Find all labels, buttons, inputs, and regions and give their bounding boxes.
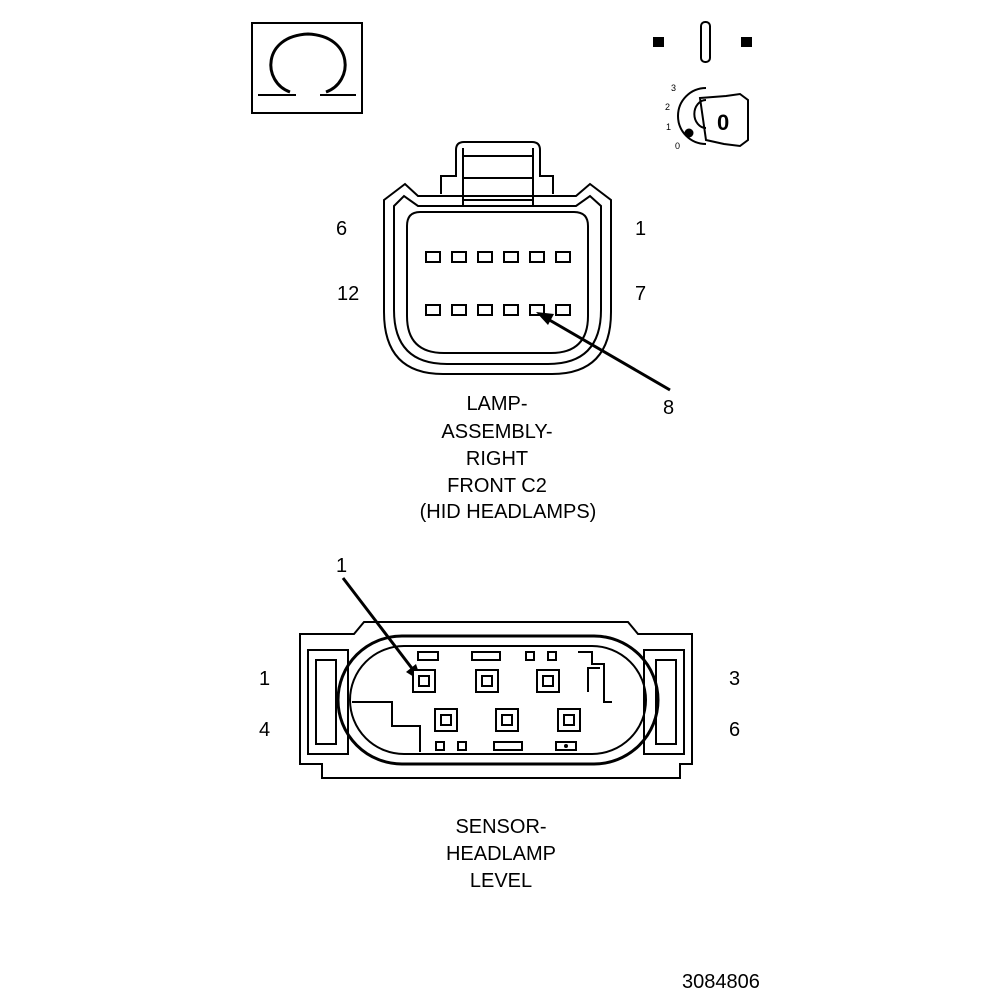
c2-caption-line-5: (HID HEADLAMPS) (420, 501, 597, 523)
c2-caption-line-1: LAMP- (466, 393, 527, 415)
ignition-key-icon: 0 3 2 1 0 (653, 21, 752, 151)
sensor-cavity-terminal (542, 675, 554, 687)
ignition-scale-3: 3 (671, 83, 676, 93)
ignition-scale-1: 1 (666, 122, 671, 132)
sensor-callout-label: 1 (336, 555, 347, 577)
ignition-scale-2: 2 (665, 102, 670, 112)
ground-terminal-icon (251, 22, 363, 114)
sensor-cavity-terminal (481, 675, 493, 687)
sensor-label-pin-6: 6 (729, 719, 740, 741)
c2-cavity (555, 251, 571, 263)
c2-caption-line-4: FRONT C2 (447, 475, 547, 497)
c2-cavity (425, 251, 441, 263)
c2-cavity (529, 251, 545, 263)
c2-cavity (529, 304, 545, 316)
ignition-key-label: 0 (717, 110, 729, 135)
c2-cavity (555, 304, 571, 316)
sensor-cavity-terminal (418, 675, 430, 687)
connector-c2: 6 1 12 7 8 LAMP- ASSEMBLY- RIGHT FRONT C… (336, 141, 674, 523)
ignition-scale-0: 0 (675, 141, 680, 151)
connector-sensor: 1 1 3 4 6 SENSOR- HEADLAMP LEVEL (259, 555, 740, 892)
c2-callout-label: 8 (663, 397, 674, 419)
c2-label-pin-6: 6 (336, 218, 347, 240)
c2-caption-line-3: RIGHT (466, 448, 528, 470)
c2-cavity (503, 251, 519, 263)
sensor-terminal-cavities (412, 669, 581, 732)
figure-number: 3084806 (682, 971, 760, 993)
sensor-cavity-terminal (440, 714, 452, 726)
c2-caption-line-2: ASSEMBLY- (441, 421, 552, 443)
sensor-cavity-terminal (501, 714, 513, 726)
c2-label-pin-7: 7 (635, 283, 646, 305)
c2-cavity (477, 251, 493, 263)
c2-label-pin-1: 1 (635, 218, 646, 240)
sensor-label-pin-3: 3 (729, 668, 740, 690)
sensor-label-pin-1: 1 (259, 668, 270, 690)
c2-cavity (477, 304, 493, 316)
c2-cavity (451, 304, 467, 316)
sensor-cavity-terminal (563, 714, 575, 726)
c2-pin-rows (425, 251, 571, 316)
c2-cavity (425, 304, 441, 316)
c2-label-pin-12: 12 (337, 283, 359, 305)
c2-cavity (503, 304, 519, 316)
sensor-caption-line-2: HEADLAMP (446, 843, 556, 865)
sensor-caption-line-3: LEVEL (470, 870, 532, 892)
c2-cavity (451, 251, 467, 263)
sensor-caption-line-1: SENSOR- (455, 816, 546, 838)
sensor-label-pin-4: 4 (259, 719, 270, 741)
